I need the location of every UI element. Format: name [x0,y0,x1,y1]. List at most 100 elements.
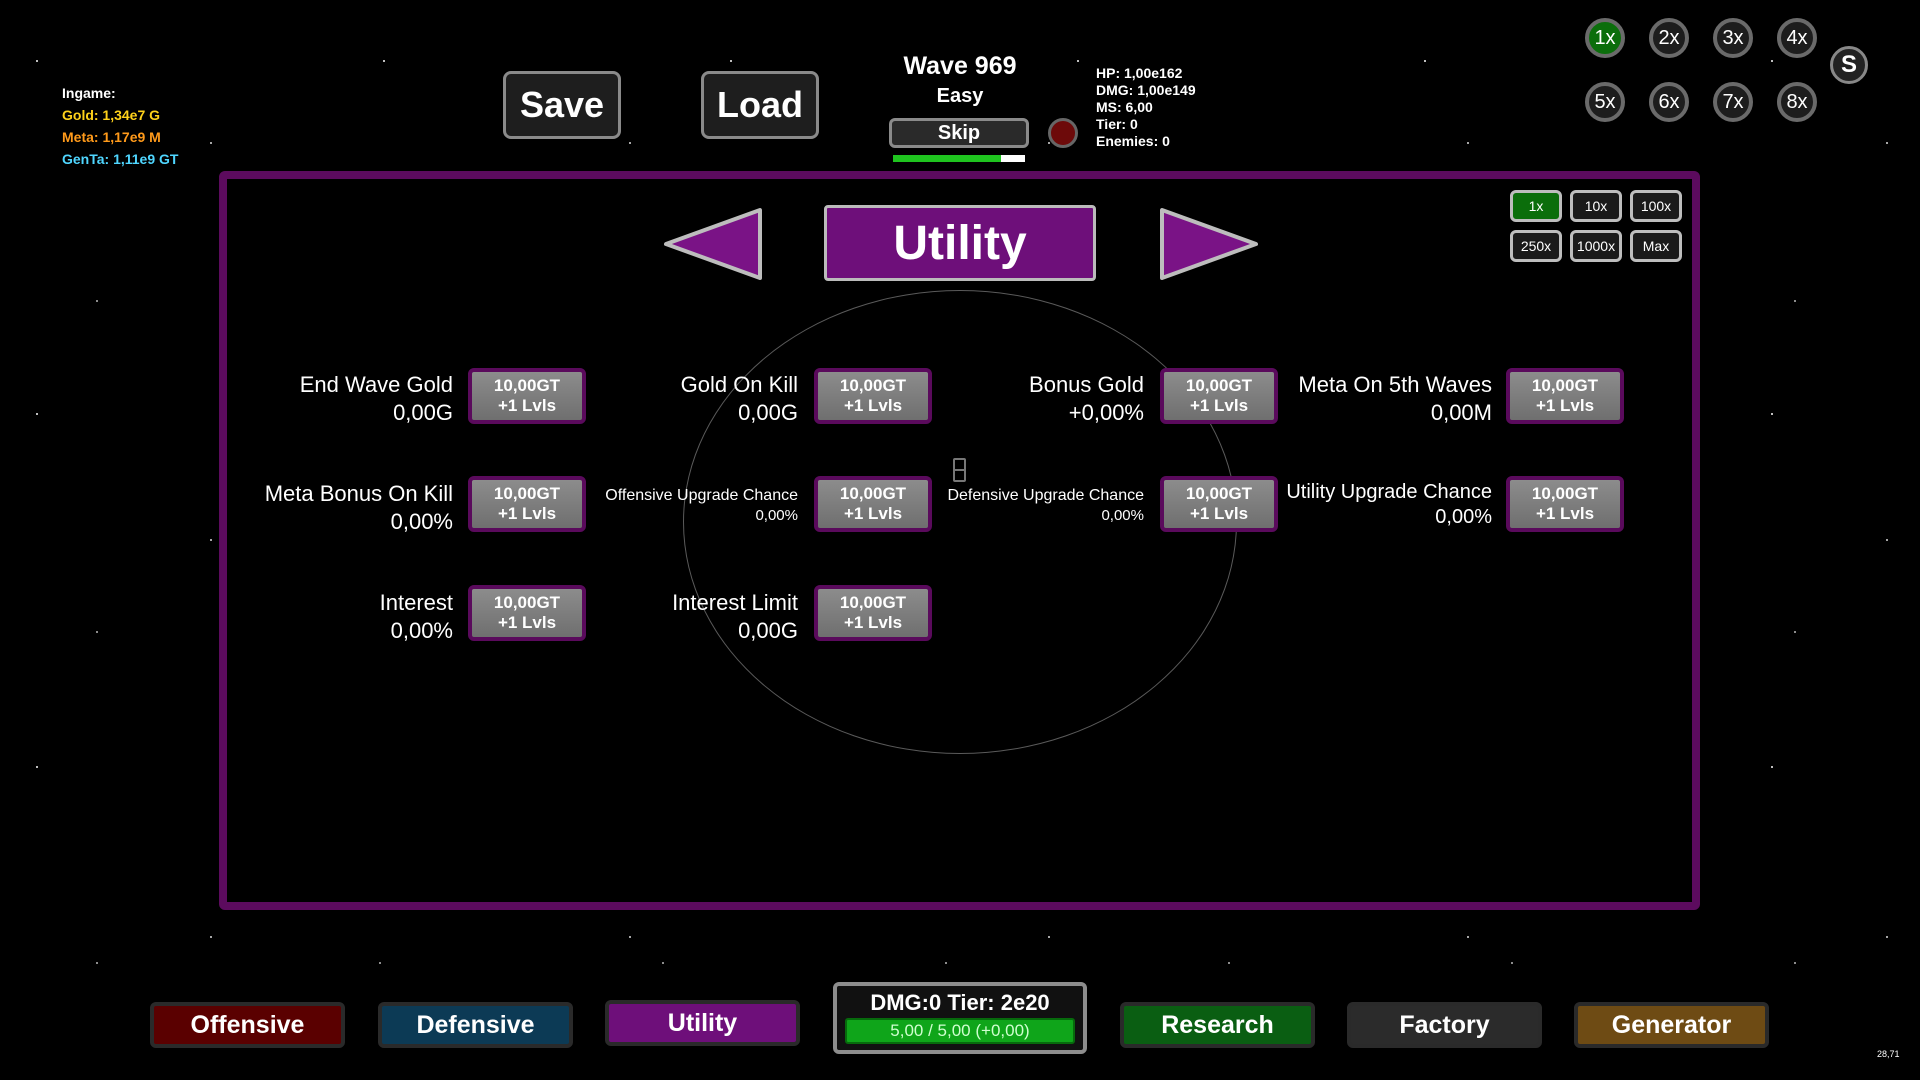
enemy-stats: HP: 1,00e162 DMG: 1,00e149 MS: 6,00 Tier… [1096,65,1196,150]
load-button[interactable]: Load [701,71,819,139]
tab-offensive[interactable]: Offensive [150,1002,345,1048]
tab-factory[interactable]: Factory [1347,1002,1542,1048]
speed-7x-button[interactable]: 7x [1713,82,1753,122]
skip-button[interactable]: Skip [889,118,1029,148]
buy-multiplier-max[interactable]: Max [1630,230,1682,262]
upgrade-levels: +1 Lvls [843,613,903,632]
enemy-hp: HP: 1,00e162 [1096,65,1183,81]
upgrade-cost: 10,00GT [1531,376,1599,395]
upgrade-label: Offensive Upgrade Chance 0,00% [590,481,798,524]
gold-amount: Gold: 1,34e7 G [62,107,161,123]
panel-title: Utility [824,205,1096,281]
next-page-arrow-icon[interactable] [1158,206,1258,282]
upgrade-name: Bonus Gold [1029,372,1144,397]
buy-multiplier-1x[interactable]: 1x [1510,190,1562,222]
upgrade-levels: +1 Lvls [843,504,903,523]
upgrade-label: Bonus Gold +0,00% [946,372,1144,426]
upgrade-name: Offensive Upgrade Chance [605,487,798,504]
damage-tier-label: DMG:0 Tier: 2e20 [870,990,1050,1015]
upgrade-levels: +1 Lvls [843,396,903,415]
upgrade-cost: 10,00GT [1185,376,1253,395]
upgrade-cost: 10,00GT [1531,484,1599,503]
upgrade-buy-button[interactable]: 10,00GT +1 Lvls [468,476,586,532]
upgrade-levels: +1 Lvls [1535,504,1595,523]
tab-research[interactable]: Research [1120,1002,1315,1048]
upgrade-levels: +1 Lvls [497,613,557,632]
meta-amount: Meta: 1,17e9 M [62,129,161,145]
upgrade-cost: 10,00GT [493,593,561,612]
upgrade-cost: 10,00GT [493,484,561,503]
enemy-tier: Tier: 0 [1096,116,1138,132]
damage-tier-panel: DMG:0 Tier: 2e20 5,00 / 5,00 (+0,00) [833,982,1087,1054]
upgrade-cost: 10,00GT [839,484,907,503]
speed-8x-button[interactable]: 8x [1777,82,1817,122]
speed-5x-button[interactable]: 5x [1585,82,1625,122]
save-button[interactable]: Save [503,71,621,139]
ingame-header: Ingame: [62,85,116,101]
upgrade-value: 0,00% [390,618,453,643]
upgrade-levels: +1 Lvls [497,396,557,415]
upgrade-buy-button[interactable]: 10,00GT +1 Lvls [1506,476,1624,532]
speed-2x-button[interactable]: 2x [1649,18,1689,58]
upgrade-name: Meta Bonus On Kill [264,481,453,506]
enemy-ms: MS: 6,00 [1096,99,1153,115]
genta-amount: GenTa: 1,11e9 GT [62,151,179,167]
upgrade-value: +0,00% [1068,400,1144,425]
upgrade-label: End Wave Gold 0,00G [255,372,453,426]
tab-defensive[interactable]: Defensive [378,1002,573,1048]
upgrade-levels: +1 Lvls [497,504,557,523]
upgrade-cost: 10,00GT [839,376,907,395]
upgrade-value: 0,00G [738,618,798,643]
upgrade-cost: 10,00GT [1185,484,1253,503]
upgrade-label: Utility Upgrade Chance 0,00% [1250,481,1492,529]
upgrade-buy-button[interactable]: 10,00GT +1 Lvls [1160,476,1278,532]
upgrade-cost: 10,00GT [493,376,561,395]
upgrade-value: 0,00% [755,507,798,524]
upgrade-buy-button[interactable]: 10,00GT +1 Lvls [468,368,586,424]
upgrade-buy-button[interactable]: 10,00GT +1 Lvls [1506,368,1624,424]
buy-multiplier-100x[interactable]: 100x [1630,190,1682,222]
upgrade-label: Interest 0,00% [255,590,453,644]
tab-generator[interactable]: Generator [1574,1002,1769,1048]
buy-multiplier-10x[interactable]: 10x [1570,190,1622,222]
wave-difficulty: Easy [936,85,984,107]
upgrade-levels: +1 Lvls [1189,504,1249,523]
upgrade-name: Defensive Upgrade Chance [947,487,1144,504]
upgrade-label: Gold On Kill 0,00G [600,372,798,426]
speed-1x-button[interactable]: 1x [1585,18,1625,58]
prev-page-arrow-icon[interactable] [664,206,764,282]
upgrade-buy-button[interactable]: 10,00GT +1 Lvls [814,476,932,532]
enemy-count: Enemies: 0 [1096,133,1170,149]
upgrade-cost: 10,00GT [839,593,907,612]
s-button[interactable]: S [1830,46,1868,84]
upgrade-levels: +1 Lvls [1189,396,1249,415]
upgrade-label: Meta Bonus On Kill 0,00% [235,481,453,535]
buy-multiplier-1000x[interactable]: 1000x [1570,230,1622,262]
upgrade-name: Interest Limit [672,590,798,615]
tab-utility[interactable]: Utility [605,1000,800,1046]
upgrade-levels: +1 Lvls [1535,396,1595,415]
upgrade-name: Interest [379,590,453,615]
upgrade-buy-button[interactable]: 10,00GT +1 Lvls [814,368,932,424]
upgrade-name: End Wave Gold [299,372,453,397]
wave-progress-bar [893,155,1025,162]
speed-4x-button[interactable]: 4x [1777,18,1817,58]
upgrade-buy-button[interactable]: 10,00GT +1 Lvls [1160,368,1278,424]
wave-progress-fill [893,155,1002,162]
upgrade-value: 0,00G [393,400,453,425]
buy-multiplier-250x[interactable]: 250x [1510,230,1562,262]
upgrade-label: Defensive Upgrade Chance 0,00% [936,481,1144,524]
record-toggle-icon[interactable] [1048,118,1078,148]
upgrade-buy-button[interactable]: 10,00GT +1 Lvls [814,585,932,641]
speed-6x-button[interactable]: 6x [1649,82,1689,122]
upgrade-name: Gold On Kill [680,372,798,397]
upgrade-name: Utility Upgrade Chance [1286,481,1492,503]
upgrade-value: 0,00% [1435,506,1492,528]
upgrade-value: 0,00% [1101,507,1144,524]
upgrade-value: 0,00% [390,509,453,534]
upgrade-name: Meta On 5th Waves [1298,372,1492,397]
wave-info: Wave 969 Easy [860,52,1060,108]
speed-3x-button[interactable]: 3x [1713,18,1753,58]
upgrade-buy-button[interactable]: 10,00GT +1 Lvls [468,585,586,641]
fps-counter: 28,71 [1877,1049,1900,1059]
